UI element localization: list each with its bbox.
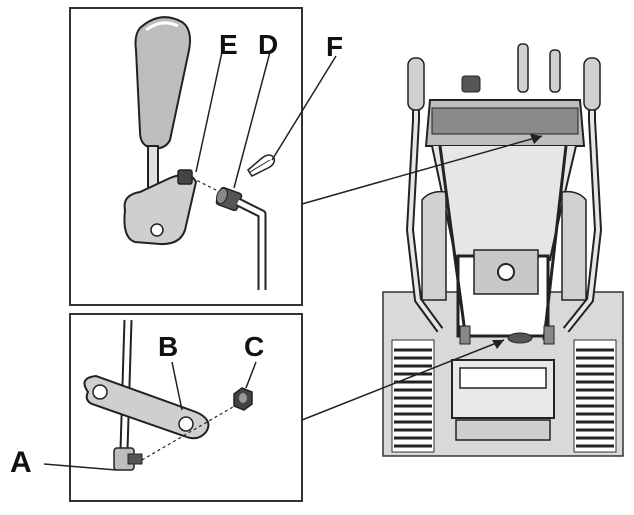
shift-lever-icon — [123, 16, 198, 246]
alignment-line — [191, 177, 229, 197]
label-b: B — [158, 331, 178, 362]
leader-line-d — [233, 51, 271, 189]
snow-thrower-icon — [382, 43, 624, 457]
connector-lower — [301, 339, 505, 421]
leader-line-b — [171, 361, 183, 411]
leader-line-e — [195, 51, 223, 173]
leader-line-a — [43, 463, 117, 471]
leader-line-f — [271, 55, 337, 161]
label-d: D — [258, 29, 278, 60]
link-plate-icon — [83, 374, 210, 440]
label-f: F — [326, 31, 343, 62]
rod-end-fitting — [113, 447, 143, 471]
label-c: C — [244, 331, 264, 362]
label-e: E — [219, 29, 238, 60]
washer-icon — [215, 186, 243, 212]
nut-icon — [233, 387, 253, 411]
connector-upper — [301, 135, 543, 205]
label-a: A — [10, 446, 32, 479]
leader-line-c — [245, 361, 257, 389]
alignment-line-lower — [141, 403, 239, 461]
